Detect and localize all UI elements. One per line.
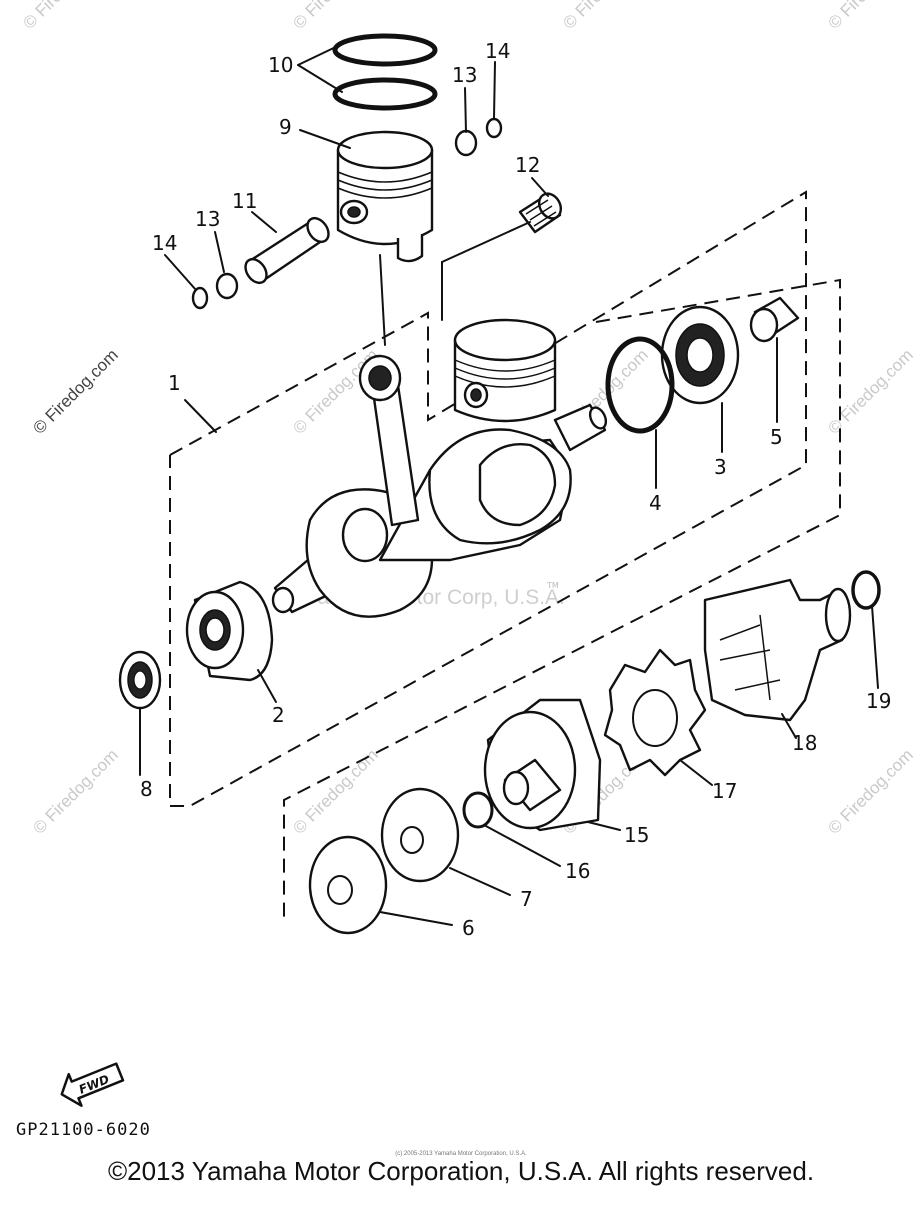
watermark-text: © Firedog.com <box>19 0 111 33</box>
callout-11: 11 <box>232 189 257 213</box>
seal-ring <box>851 570 881 610</box>
oil-seal <box>118 650 162 710</box>
callout-16: 16 <box>565 859 590 883</box>
callout-1: 1 <box>168 371 181 395</box>
pump-housing <box>483 698 602 832</box>
callout-2: 2 <box>272 703 285 727</box>
watermark-text: © Firedog.com <box>29 745 121 837</box>
callout-3: 3 <box>714 455 727 479</box>
callout-12: 12 <box>515 153 540 177</box>
callout-5: 5 <box>770 425 783 449</box>
impeller <box>603 648 707 777</box>
bearing-right <box>660 305 740 405</box>
callout-19: 19 <box>866 689 891 713</box>
watermark-text: © Firedog.com <box>824 0 916 33</box>
watermark-text: © Firedog.com <box>29 345 121 437</box>
snap-ring <box>605 336 675 434</box>
impeller-housing <box>703 578 852 722</box>
watermark-text: © Firedog.com <box>559 0 651 33</box>
collar <box>749 296 800 343</box>
callout-14b: 14 <box>485 39 510 63</box>
watermark-text: © Firedog.com <box>824 345 916 437</box>
watermark-text: © Firedog.com <box>824 745 916 837</box>
leader-lines-lower <box>139 337 879 926</box>
callout-18: 18 <box>792 731 817 755</box>
drawing-id: GP21100-6020 <box>16 1120 151 1140</box>
callout-13b: 13 <box>452 63 477 87</box>
piston <box>336 130 434 263</box>
callout-13a: 13 <box>195 207 220 231</box>
pump-assembly-outline <box>283 278 841 920</box>
watermark-text: © Firedog.com <box>289 0 381 33</box>
crankshaft-assembly-outline <box>169 190 807 807</box>
leader-lines-upper <box>164 43 549 433</box>
callout-8: 8 <box>140 777 153 801</box>
pump-plates <box>308 787 460 935</box>
copyright-notice: ©2013 Yamaha Motor Corporation, U.S.A. A… <box>107 1156 815 1186</box>
callout-9: 9 <box>279 115 292 139</box>
forward-arrow-icon: FWD <box>60 1062 125 1107</box>
callout-7: 7 <box>520 887 533 911</box>
callout-10: 10 <box>268 53 293 77</box>
copyright-small-print: (c) 2005-2013 Yamaha Motor Corporation, … <box>395 1151 527 1157</box>
needle-bearing <box>518 192 563 234</box>
watermark-text: © Firedog.com <box>289 745 381 837</box>
callout-15: 15 <box>624 823 649 847</box>
callout-14a: 14 <box>152 231 177 255</box>
piston-rings <box>332 33 438 111</box>
callout-6: 6 <box>462 916 475 940</box>
crankshaft <box>271 318 608 618</box>
dashed-assembly-outlines <box>169 190 841 920</box>
piston-pin <box>244 216 330 285</box>
main-bearing <box>185 580 274 682</box>
trademark-mark: TM <box>546 581 559 590</box>
callout-labels: 1 2 3 4 5 6 7 8 9 10 11 12 13 13 14 14 1… <box>140 39 891 940</box>
callout-4: 4 <box>649 491 662 515</box>
o-ring <box>462 791 494 829</box>
callout-17: 17 <box>712 779 737 803</box>
